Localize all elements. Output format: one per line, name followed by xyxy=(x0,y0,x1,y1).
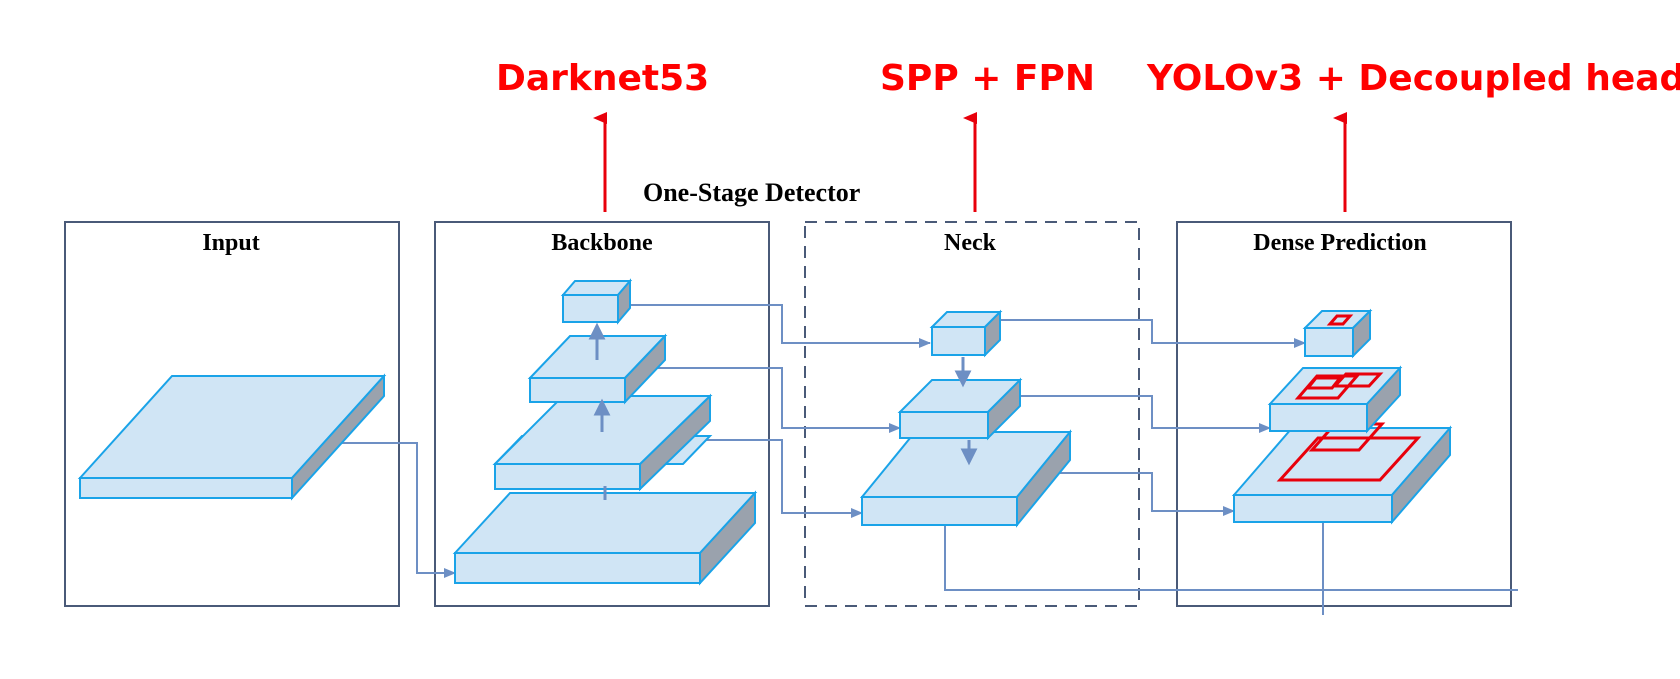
head-feature-map-mid xyxy=(1267,365,1403,434)
input-panel-title: Input xyxy=(202,230,260,256)
head-feature-map-large xyxy=(1231,422,1453,525)
connector-backbone-large-to-neck xyxy=(690,439,863,518)
backbone-top-label: Darknet53 xyxy=(496,58,710,99)
backbone-feature-map-mid2 xyxy=(492,393,713,492)
neck-top-label: SPP + FPN xyxy=(880,58,1096,99)
input-feature-map xyxy=(77,373,387,501)
dense-panel xyxy=(1176,221,1512,607)
neck-feature-map-small xyxy=(929,309,1003,358)
backbone-up-arrow-1-head xyxy=(588,322,606,340)
dense-panel-title: Dense Prediction xyxy=(1253,230,1427,256)
neck-feature-map-mid xyxy=(897,377,1023,441)
connector-backbone-top-to-neck xyxy=(630,304,931,348)
backbone-panel-title: Backbone xyxy=(551,230,653,256)
head-feature-map-small xyxy=(1302,308,1373,359)
connector-input-to-backbone xyxy=(335,442,456,578)
backbone-feature-map-mid1 xyxy=(527,333,668,405)
neck-panel-title: Neck xyxy=(944,230,996,256)
prediction-box-mid-2 xyxy=(1331,372,1384,388)
connector-neck-top-to-head xyxy=(1000,319,1306,348)
neck-panel xyxy=(804,221,1140,607)
connector-backbone-mid-to-neck xyxy=(650,367,901,433)
prediction-box-large-1 xyxy=(1276,436,1422,482)
prediction-box-mid-3 xyxy=(1304,376,1344,390)
backbone-panel xyxy=(434,221,770,607)
neck-down-arrow-1-head xyxy=(954,370,972,388)
head-top-label: YOLOv3 + Decoupled head xyxy=(1147,58,1680,99)
prediction-box-small xyxy=(1326,314,1354,326)
backbone-up-arrow-2-head xyxy=(593,398,611,416)
input-panel xyxy=(64,221,400,607)
backbone-feature-map-large xyxy=(452,490,758,586)
connector-neck-mid-to-head xyxy=(1020,395,1271,433)
diagram-caption: One-Stage Detector xyxy=(643,178,861,207)
prediction-box-large-2 xyxy=(1308,422,1386,452)
backbone-feature-map-small xyxy=(560,278,633,325)
connector-neck-bottom-to-head xyxy=(1060,472,1235,516)
neck-feature-map-large xyxy=(859,429,1073,528)
neck-down-arrow-2-head xyxy=(960,448,978,466)
